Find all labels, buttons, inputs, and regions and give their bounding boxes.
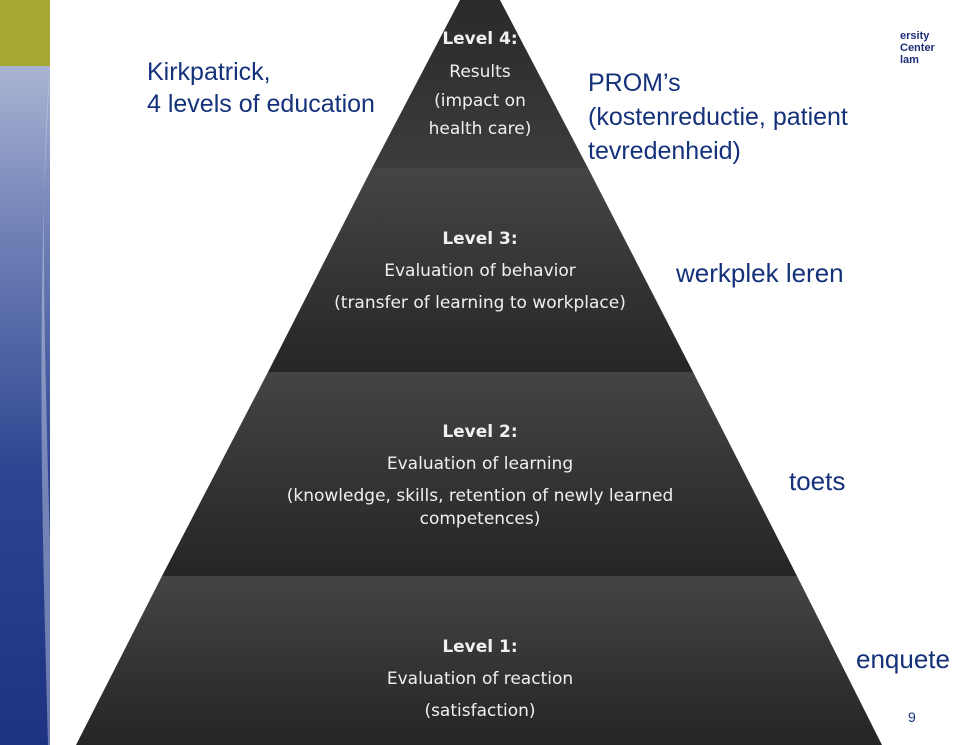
slide-title-line1: Kirkpatrick, — [147, 58, 271, 86]
level2-line2: (knowledge, skills, retention of newly l… — [287, 486, 674, 506]
level4-line2: (impact on — [434, 91, 526, 111]
level1-line1: Evaluation of reaction — [387, 669, 573, 689]
level2-heading: Level 2: — [442, 422, 517, 442]
slide-title: Kirkpatrick, 4 levels of education — [147, 56, 375, 120]
slide-title-line2: 4 levels of education — [147, 90, 375, 118]
level2-line3: competences) — [420, 509, 541, 529]
level4-line3: health care) — [429, 119, 532, 139]
level1-heading: Level 1: — [442, 637, 517, 657]
annotation-level4: PROM’s (kostenreductie, patient tevreden… — [588, 66, 848, 168]
annotation-level4-line3: tevredenheid) — [588, 137, 741, 165]
level4-line1: Results — [449, 62, 511, 82]
olive-accent-block — [0, 0, 50, 66]
level4-heading: Level 4: — [442, 29, 517, 49]
level2-line1: Evaluation of learning — [387, 454, 573, 474]
pyramid-tier-level4: Level 4: Results (impact on health care) — [372, 0, 588, 168]
level3-line2: (transfer of learning to workplace) — [334, 293, 626, 313]
blue-gradient-band — [0, 66, 50, 745]
level3-line1: Evaluation of behavior — [384, 261, 576, 281]
annotation-level2: toets — [789, 466, 846, 496]
annotation-level4-line2: (kostenreductie, patient — [588, 103, 848, 131]
logo-line: lam — [900, 54, 919, 66]
logo-line: ersity — [900, 30, 930, 42]
annotation-level3: werkplek leren — [676, 258, 844, 288]
left-decorative-band — [0, 0, 50, 745]
annotation-level1: enquete — [856, 644, 950, 674]
page-number: 9 — [908, 709, 916, 725]
annotation-level4-line1: PROM’s — [588, 69, 681, 97]
level3-heading: Level 3: — [442, 229, 517, 249]
logo-line: Center — [900, 42, 935, 54]
pyramid-tier-level2: Level 2: Evaluation of learning (knowled… — [162, 372, 797, 576]
pyramid-tier-level1: Level 1: Evaluation of reaction (satisfa… — [76, 576, 882, 745]
university-logo: ersity Center lam — [900, 30, 960, 66]
pyramid-tier-level3: Level 3: Evaluation of behavior (transfe… — [268, 168, 693, 372]
level1-line2: (satisfaction) — [424, 701, 535, 721]
